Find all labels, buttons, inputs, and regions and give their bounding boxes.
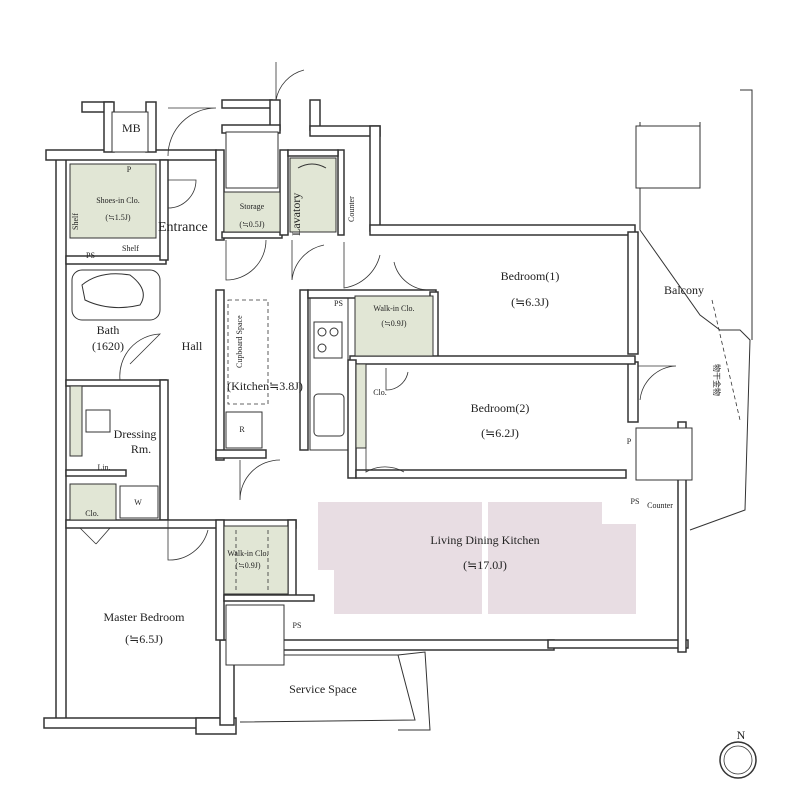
ps-master-label: PS xyxy=(293,621,302,630)
ps-shoes-label: PS xyxy=(86,251,95,260)
bath-size: (1620) xyxy=(92,339,124,353)
ldk-area xyxy=(318,502,636,614)
fixtures xyxy=(71,111,701,666)
washer-label: W xyxy=(134,498,142,507)
balcony-note: 物干金物 xyxy=(712,364,722,396)
shoes-closet-size: (≒1.5J) xyxy=(105,213,130,222)
master-bedroom-label: Master Bedroom xyxy=(104,610,186,624)
walkin-bed1-size: (≒0.9J) xyxy=(381,319,406,328)
refrigerator-label: R xyxy=(239,425,245,434)
mb-label: MB xyxy=(122,121,141,135)
bedroom1-label: Bedroom(1) xyxy=(501,269,560,283)
counter-lavatory-label: Counter xyxy=(347,196,356,222)
closet-bed2-label: Clo. xyxy=(373,388,387,397)
ps-right-label: PS xyxy=(631,497,640,506)
bedroom2-size: (≒6.2J) xyxy=(481,426,519,440)
shoes-closet-label: Shoes-in Clo. xyxy=(96,196,140,205)
walkin-master-label: Walk-in Clo. xyxy=(227,549,268,558)
doors xyxy=(79,62,677,561)
labels: MB P Shoes-in Clo. (≒1.5J) Shelf Shelf P… xyxy=(71,121,722,696)
bath-label: Bath xyxy=(97,323,120,337)
shelf-left-label: Shelf xyxy=(71,213,80,230)
hall-label: Hall xyxy=(182,339,203,353)
outer-walls xyxy=(43,89,753,735)
dashed-lines xyxy=(227,299,741,590)
linen-label: Lin. xyxy=(97,463,110,472)
entrance-label: Entrance xyxy=(158,220,208,235)
walkin-master-size: (≒0.9J) xyxy=(235,561,260,570)
storage-areas xyxy=(69,157,434,595)
ldk-size: (≒17.0J) xyxy=(463,558,507,572)
dressing-label-2: Rm. xyxy=(131,442,151,456)
bedroom1-size: (≒6.3J) xyxy=(511,295,549,309)
balcony-label: Balcony xyxy=(664,283,704,297)
counter-right-label: Counter xyxy=(647,501,673,510)
walkin-bed1-label: Walk-in Clo. xyxy=(373,304,414,313)
cupboard-label: Cupboard Space xyxy=(235,315,244,368)
compass: N xyxy=(719,728,757,779)
kitchen-label: (Kitchen≒3.8J) xyxy=(227,379,303,393)
bedroom2-label: Bedroom(2) xyxy=(471,401,530,415)
interior-walls xyxy=(65,124,636,641)
closet-master-label: Clo. xyxy=(85,509,99,518)
north-arrow-icon xyxy=(737,744,741,776)
lavatory-label: Lavatory xyxy=(289,193,303,236)
p-shoes-label: P xyxy=(127,165,132,174)
shelf-bottom-label: Shelf xyxy=(122,244,139,253)
ldk-label: Living Dining Kitchen xyxy=(430,533,539,547)
ps-kitchen-label: PS xyxy=(334,299,343,308)
master-bedroom-size: (≒6.5J) xyxy=(125,632,163,646)
dressing-label: Dressing xyxy=(114,427,157,441)
compass-circle xyxy=(719,741,757,779)
compass-n-label: N xyxy=(737,728,746,742)
storage-label: Storage xyxy=(240,202,265,211)
storage-size: (≒0.5J) xyxy=(239,220,264,229)
service-space-label: Service Space xyxy=(289,682,357,696)
p-right-label: P xyxy=(627,437,632,446)
